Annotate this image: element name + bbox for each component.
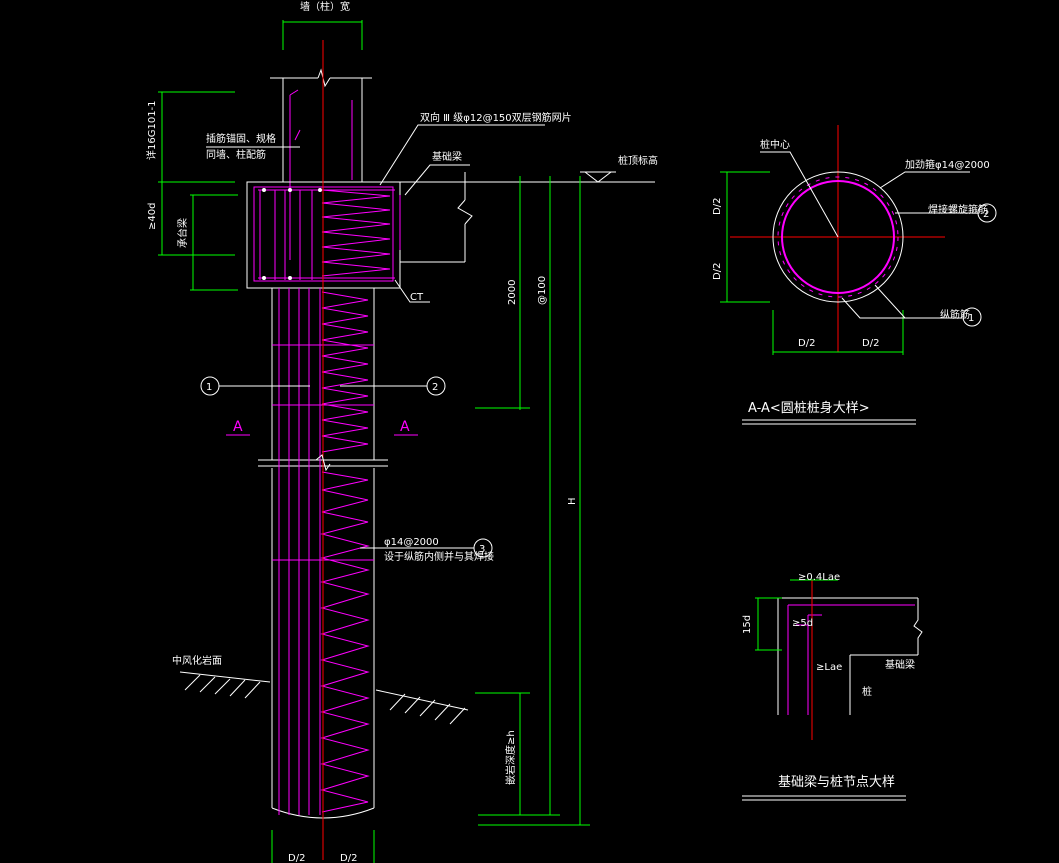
ct-label: CT [410, 292, 424, 303]
section-a-left: A [233, 419, 243, 435]
foundation-beam [399, 171, 655, 263]
design-elevation: 桩顶标高 [618, 154, 658, 167]
callout-2-text: 2 [432, 382, 438, 393]
section-a-right: A [400, 419, 410, 435]
cap-label: 承台梁 [176, 218, 189, 248]
ct-leader [394, 279, 430, 303]
callout-2-elev [340, 376, 446, 396]
la-dim-label: ≥40d [147, 203, 158, 230]
stiffener-note: 设于纵筋内侧并与其焊接 [384, 550, 494, 563]
aa-d-top: D/2 [712, 198, 723, 215]
jd-dim-15d: 15d [742, 615, 753, 634]
top-mesh-note: 双向 Ⅲ 级φ12@150双层钢筋网片 [420, 111, 572, 124]
beam-leader [404, 164, 470, 196]
side-ref-label: 详16G101-1 [145, 100, 158, 160]
pile-rebar [272, 288, 374, 815]
top-width-dimension [282, 20, 363, 50]
callout-3-text: 3 [479, 544, 485, 555]
callout-1-elev [200, 376, 310, 396]
aa-d-mid: D/2 [712, 263, 723, 280]
bottom-dimension [271, 830, 375, 863]
anchor-note-2: 同墙、柱配筋 [206, 148, 266, 161]
jd-dim-04lae: ≥0.4Lae [798, 572, 840, 583]
aa-d-bottom-right: D/2 [862, 338, 879, 349]
jd-pile-label: 桩 [862, 685, 872, 698]
jd-dim-lae: ≥Lae [816, 662, 842, 673]
soil-line [179, 671, 469, 725]
callout-1-text: 1 [206, 382, 212, 393]
break-mark [315, 454, 331, 472]
section-aa: D/2 D/2 D/2 D/2 桩中心 加劲箍φ14@2000 焊接螺旋箍筋 2… [712, 125, 997, 425]
jd-beam-label: 基础梁 [885, 658, 915, 671]
stiffener-spec: φ14@2000 [384, 537, 439, 548]
column-rebar-top [289, 89, 353, 260]
aa-center-label: 桩中心 [760, 138, 790, 151]
joint-detail: ≥0.4Lae ≥5d 15d ≥Lae 基础梁 桩 基础梁与桩节点大样 [742, 572, 923, 801]
pile-elevation: 墙（柱）宽 详16G101-1 ≥40d 承台梁 插筋锚固 [145, 0, 658, 863]
bottom-d-right: D/2 [340, 853, 357, 863]
foundation-beam-label: 基础梁 [432, 150, 462, 163]
soil-layer: 中风化岩面 [172, 654, 222, 667]
jd-title: 基础梁与桩节点大样 [778, 775, 895, 790]
right-dimensions [475, 176, 590, 826]
anchor-note-1: 插筋锚固、规格 [206, 132, 276, 145]
aa-longitudinal-label: 纵筋筋 [940, 308, 970, 321]
top-width-label: 墙（柱）宽 [300, 0, 350, 13]
dim-spacing: @100 [537, 276, 548, 305]
aa-stiffener-label: 加劲箍φ14@2000 [905, 158, 990, 171]
jd-dim-5d: ≥5d [792, 618, 813, 629]
dim-h: H [567, 497, 578, 505]
column-outline [270, 68, 372, 182]
left-dimension [158, 91, 238, 291]
embed-depth: 嵌岩深度≥h [504, 730, 517, 785]
aa-callout-1: 1 [968, 313, 974, 324]
aa-d-bottom-left: D/2 [798, 338, 815, 349]
mesh-leader [379, 124, 545, 186]
callout-3-elev [360, 538, 493, 558]
bottom-d-left: D/2 [288, 853, 305, 863]
aa-title: A-A<圆桩桩身大样> [748, 400, 870, 416]
aa-callout-2: 2 [983, 209, 989, 220]
dim-2000: 2000 [507, 280, 518, 305]
